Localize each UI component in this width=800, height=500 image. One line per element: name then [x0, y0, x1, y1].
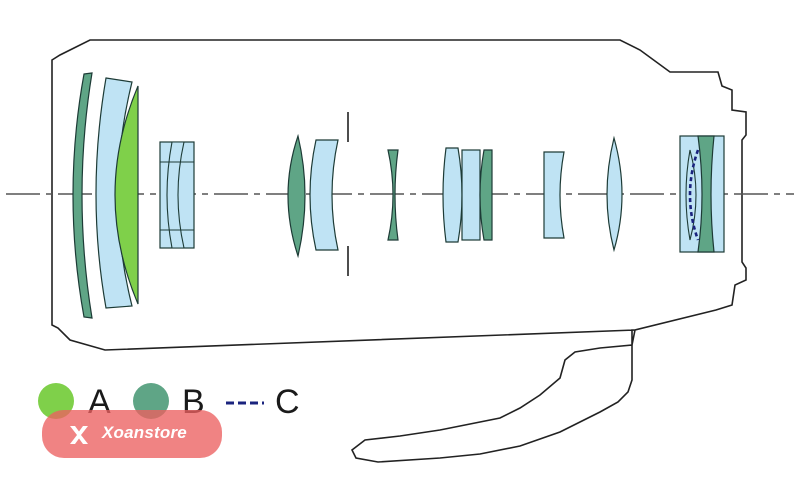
lens-element-g5-light-1 — [442, 147, 463, 243]
c-coating-surface — [688, 149, 700, 241]
lens-element-front-3-a — [114, 85, 139, 305]
watermark-badge: Xoanstore — [42, 410, 222, 458]
lens-element-g8-b — [697, 135, 715, 253]
lens-element-g6-light — [543, 151, 565, 239]
lens-element-g5-light-2 — [461, 149, 481, 241]
lens-barrel-outline — [51, 39, 747, 463]
lens-element-g3-light — [309, 139, 339, 251]
lens-element-g5-b — [479, 149, 493, 241]
lens-element-g2-inner — [166, 141, 185, 249]
watermark-text: Xoanstore — [102, 423, 187, 442]
x-logo-icon — [70, 426, 88, 444]
lens-element-g7-light — [606, 135, 623, 253]
lens-element-g3-b — [287, 133, 306, 259]
lens-element-g4-b — [387, 149, 399, 241]
lens-element-front-1 — [72, 72, 93, 319]
